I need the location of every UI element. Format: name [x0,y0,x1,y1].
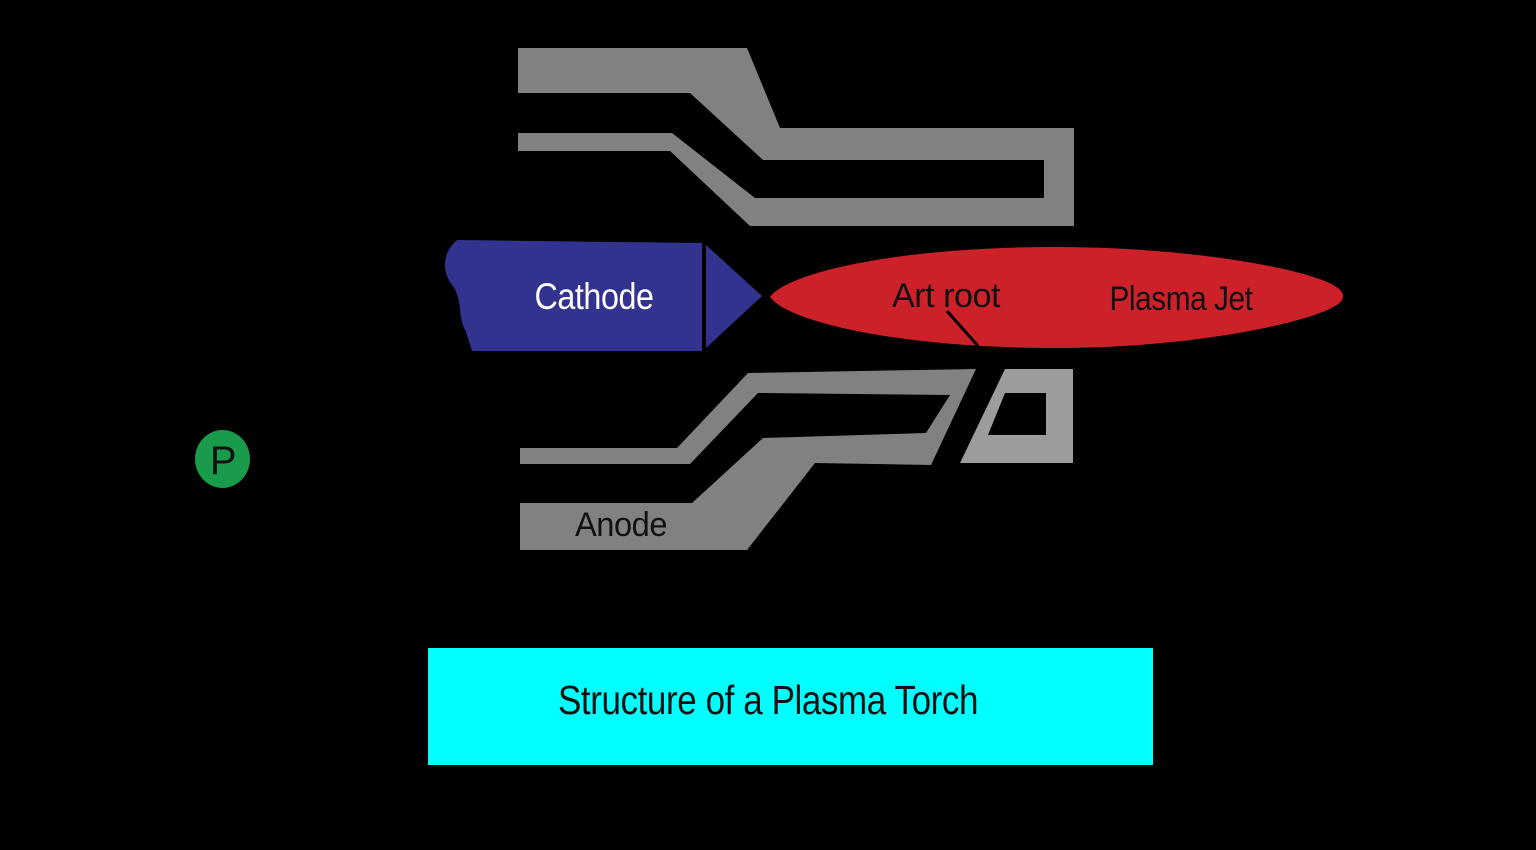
arc-root-leader-line [945,310,980,347]
marker-letter: P [210,439,236,483]
lower-electrode-anode-shape [520,369,976,550]
upper-electrode-shape [518,48,1074,226]
cathode-label: Cathode [535,276,654,317]
plasma-jet-label: Plasma Jet [1110,280,1254,318]
arc-root-label: Art root [892,277,1001,315]
cathode-body [444,240,702,351]
title-banner [428,648,1153,765]
marker-circle [195,430,250,488]
anode-label: Anode [575,506,667,544]
diagram-title: Structure of a Plasma Torch [558,677,978,723]
plasma-jet-flame [770,247,1343,348]
cathode-tip [706,245,762,348]
nozzle-tip-piece [960,369,1073,463]
